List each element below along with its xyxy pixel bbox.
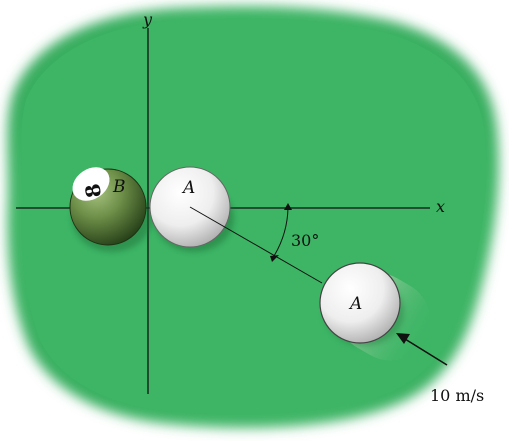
ball-b-number: 8 <box>80 182 106 200</box>
velocity-arrow-head <box>396 333 410 344</box>
angle-label: 30° <box>291 231 319 250</box>
approach-line <box>189 206 323 284</box>
ball-a-incoming-label: A <box>348 294 362 314</box>
ball-b-label: B <box>112 177 126 197</box>
angle-arrow-head <box>284 203 292 210</box>
velocity-label: 10 m/s <box>430 386 484 405</box>
y-axis-label: y <box>142 10 153 29</box>
ball-a-incoming: A <box>319 262 401 344</box>
angle-arc <box>273 207 289 257</box>
ball-a-contact-label: A <box>181 178 195 198</box>
x-axis-label: x <box>436 197 445 216</box>
velocity-arrow-shaft <box>404 338 448 366</box>
ball-b: 8 B <box>69 167 147 246</box>
angle-arrow-tail <box>270 255 279 262</box>
ball-b-number-patch <box>72 167 110 201</box>
